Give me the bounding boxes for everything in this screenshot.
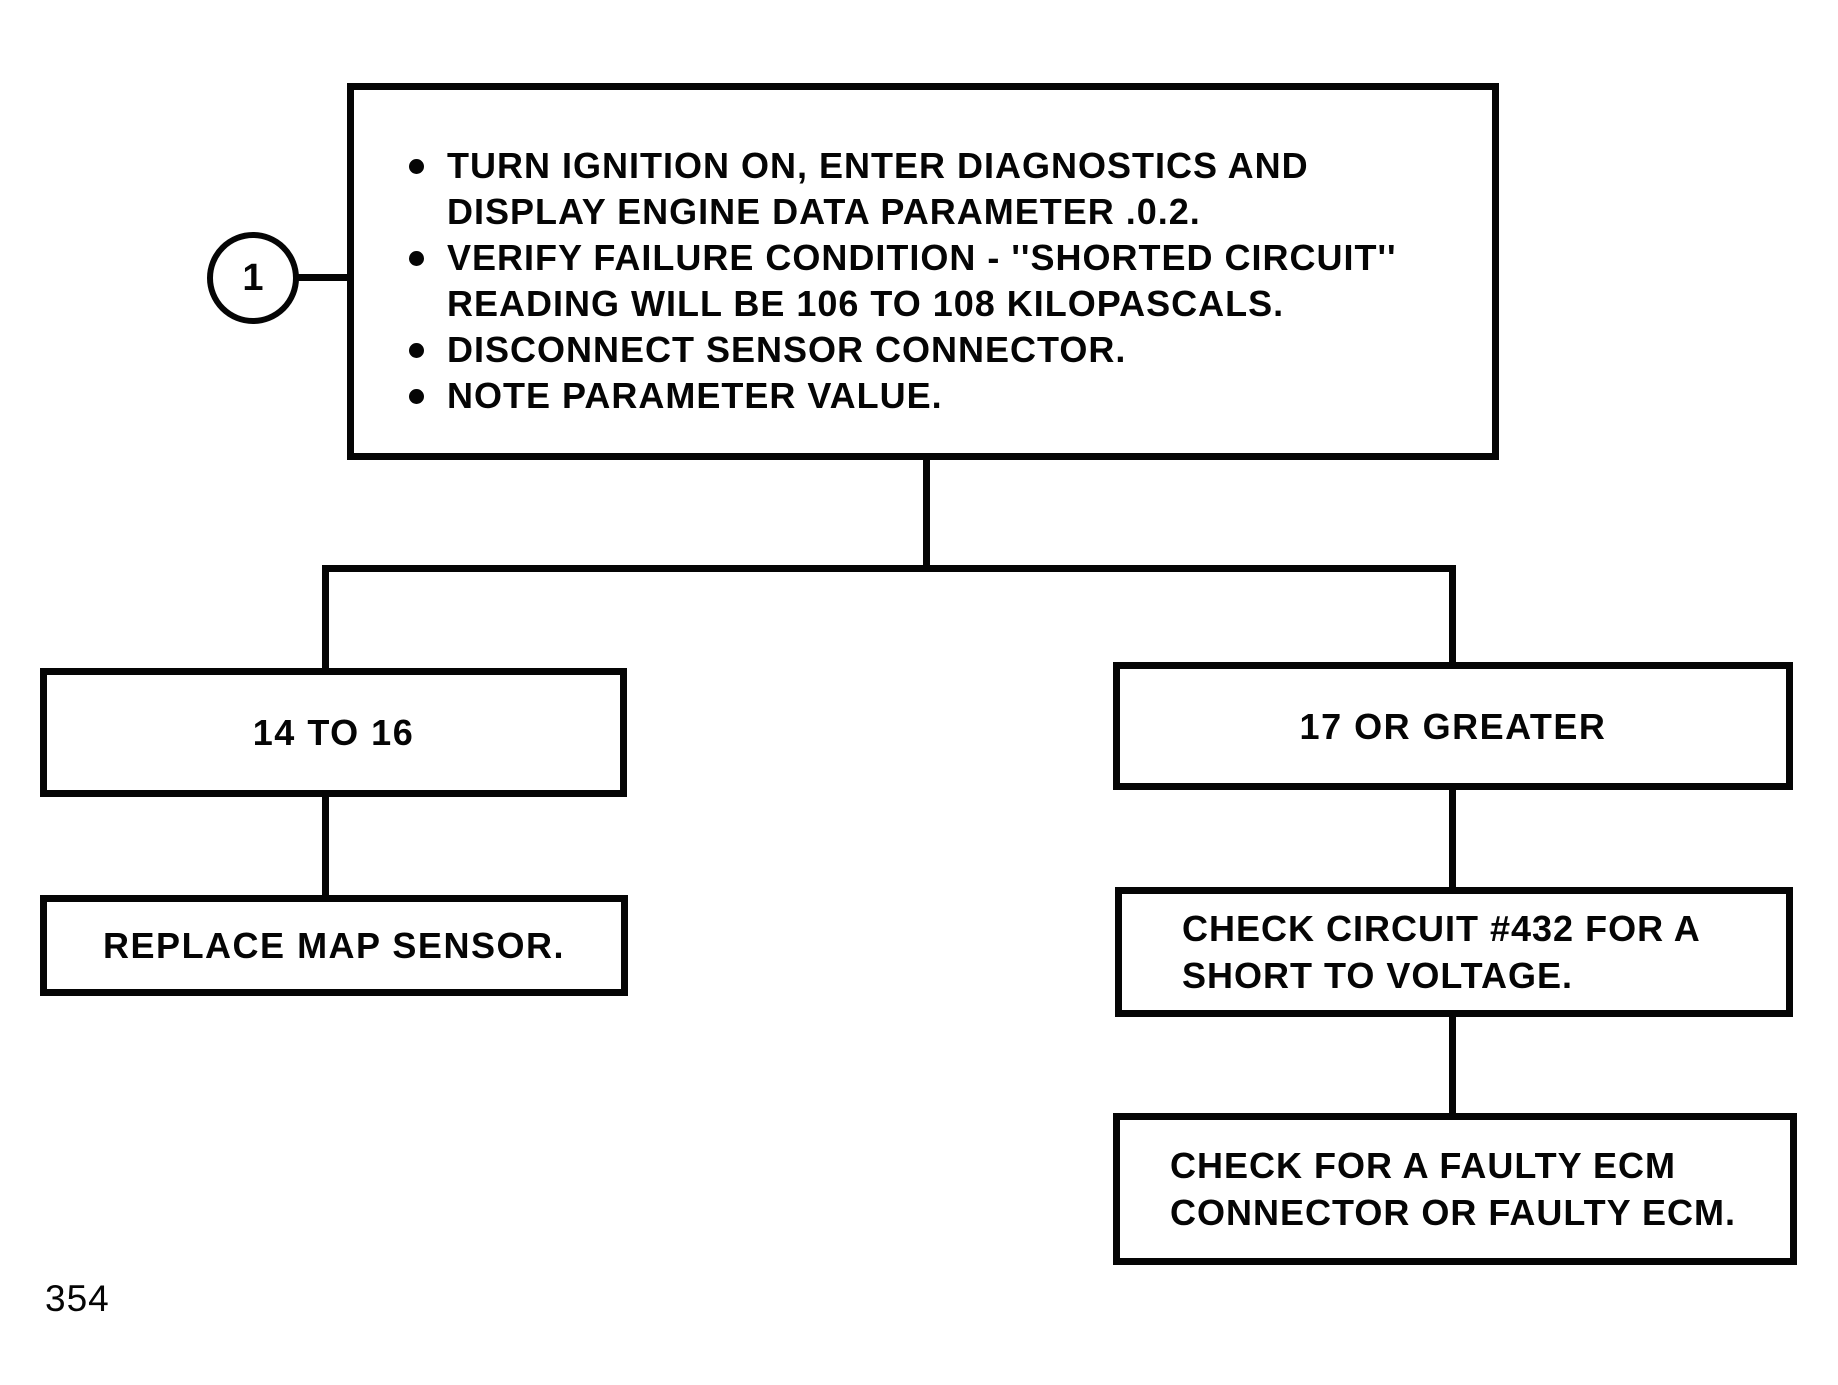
connector-14-to-16-to-action (322, 795, 329, 899)
instruction-line: VERIFY FAILURE CONDITION - ''SHORTED CIR… (447, 237, 1397, 278)
instruction-bullet-list: TURN IGNITION ON, ENTER DIAGNOSTICS AND … (354, 90, 1492, 419)
connector-trunk-vertical (923, 455, 930, 572)
bullet-icon (409, 343, 424, 358)
action-label: REPLACE MAP SENSOR. (103, 925, 565, 966)
bullet-item: DISCONNECT SENSOR CONNECTOR. (409, 327, 1472, 373)
step-marker-number: 1 (242, 256, 264, 299)
page-number: 354 (45, 1278, 110, 1319)
instruction-line: DISCONNECT SENSOR CONNECTOR. (447, 329, 1127, 370)
condition-label: 17 OR GREATER (1299, 705, 1607, 747)
action-line: CONNECTOR OR FAULTY ECM. (1170, 1192, 1737, 1233)
connector-circle-to-box (297, 274, 347, 281)
condition-label: 14 TO 16 (252, 712, 415, 753)
condition-box-14-to-16: 14 TO 16 (40, 668, 627, 797)
instruction-line: TURN IGNITION ON, ENTER DIAGNOSTICS AND (447, 145, 1309, 186)
instruction-box: TURN IGNITION ON, ENTER DIAGNOSTICS AND … (347, 83, 1499, 460)
action-box-check-ecm: CHECK FOR A FAULTY ECM CONNECTOR OR FAUL… (1113, 1113, 1797, 1265)
bullet-item: TURN IGNITION ON, ENTER DIAGNOSTICS AND … (409, 143, 1472, 235)
action-line: CHECK CIRCUIT #432 FOR A (1182, 908, 1701, 949)
step-marker-circle: 1 (207, 232, 299, 324)
action-line: SHORT TO VOLTAGE. (1182, 955, 1574, 996)
instruction-line: READING WILL BE 106 TO 108 KILOPASCALS. (447, 283, 1285, 324)
action-line: CHECK FOR A FAULTY ECM (1170, 1145, 1676, 1186)
bullet-item: NOTE PARAMETER VALUE. (409, 373, 1472, 419)
bullet-item: VERIFY FAILURE CONDITION - ''SHORTED CIR… (409, 235, 1472, 327)
bullet-icon (409, 389, 424, 404)
instruction-line: NOTE PARAMETER VALUE. (447, 375, 943, 416)
connector-right-branch-drop (1449, 565, 1456, 667)
condition-box-17-or-greater: 17 OR GREATER (1113, 662, 1793, 790)
connector-branch-horizontal (322, 565, 1456, 572)
connector-action1-to-action2 (1449, 1015, 1456, 1117)
action-box-check-circuit-432: CHECK CIRCUIT #432 FOR A SHORT TO VOLTAG… (1115, 887, 1793, 1017)
connector-left-branch-drop (322, 565, 329, 675)
bullet-icon (409, 159, 424, 174)
bullet-icon (409, 251, 424, 266)
instruction-line: DISPLAY ENGINE DATA PARAMETER .0.2. (447, 191, 1201, 232)
action-box-replace-map-sensor: REPLACE MAP SENSOR. (40, 895, 628, 996)
connector-17-or-greater-to-action1 (1449, 788, 1456, 891)
